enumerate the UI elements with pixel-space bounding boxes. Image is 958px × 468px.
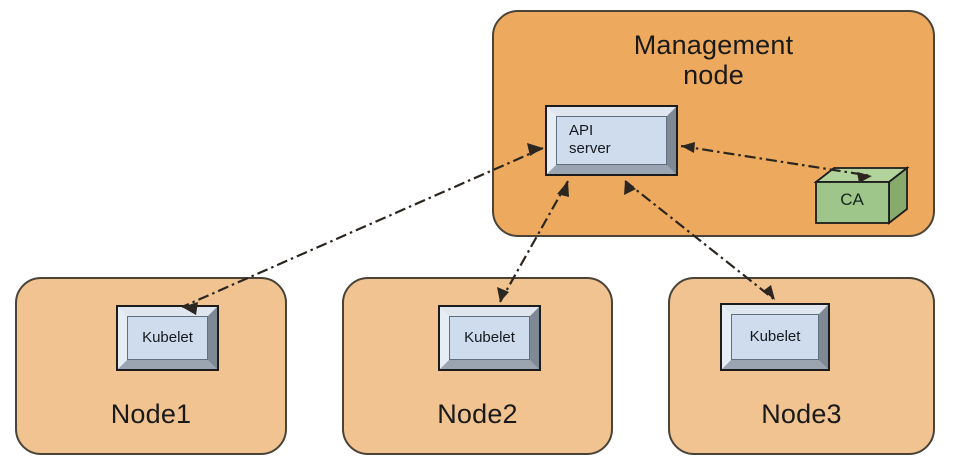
api-server-face: API server xyxy=(556,116,667,165)
certificate-authority-cuboid-icon: CA xyxy=(813,166,910,225)
node1-kubelet-label: Kubelet xyxy=(142,329,193,347)
api-server-label: API server xyxy=(569,122,611,157)
management-node-label: Management node xyxy=(633,30,794,91)
node2-kubelet-box[interactable]: Kubelet xyxy=(438,305,541,371)
node3-label: Node3 xyxy=(761,398,842,429)
node2-kubelet-bevel-frame xyxy=(440,307,539,369)
node3-kubelet-label: Kubelet xyxy=(749,328,801,346)
api-server-bevel-frame xyxy=(547,107,676,174)
ca-label: CA xyxy=(840,190,864,209)
node1-kubelet-box[interactable]: Kubelet xyxy=(116,305,219,371)
api-server-box[interactable]: API server xyxy=(545,105,678,176)
node1-kubelet-face: Kubelet xyxy=(127,316,208,360)
node2-kubelet-face: Kubelet xyxy=(449,316,530,360)
node2-kubelet-label: Kubelet xyxy=(464,329,515,347)
node1-kubelet-bevel-frame xyxy=(118,307,217,369)
node3-kubelet-bevel-frame xyxy=(722,305,828,369)
node2-label: Node2 xyxy=(437,398,518,429)
node1-label: Node1 xyxy=(110,398,192,429)
node3-kubelet-box[interactable]: Kubelet xyxy=(720,303,830,371)
node3-kubelet-face: Kubelet xyxy=(731,314,819,360)
